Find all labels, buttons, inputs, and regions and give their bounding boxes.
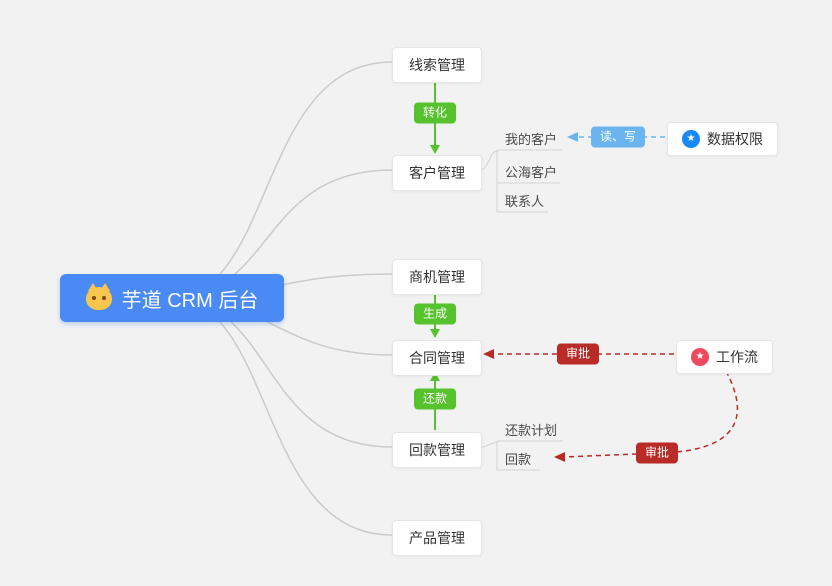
- subitem-my-customers[interactable]: 我的客户: [505, 132, 558, 147]
- node-receivable[interactable]: 回款管理: [392, 432, 482, 468]
- node-label: 产品管理: [409, 530, 465, 546]
- subitem-repayment-plan[interactable]: 还款计划: [505, 423, 558, 438]
- root-node-crm-backend[interactable]: 芋道 CRM 后台: [60, 274, 284, 322]
- node-label: 工作流: [716, 349, 758, 365]
- node-label: 回款管理: [409, 442, 465, 458]
- star-icon: ★: [691, 348, 709, 366]
- node-label: 合同管理: [409, 350, 465, 366]
- node-leads[interactable]: 线索管理: [392, 47, 482, 83]
- node-product[interactable]: 产品管理: [392, 520, 482, 556]
- node-contract[interactable]: 合同管理: [392, 340, 482, 376]
- subitem-public-customers[interactable]: 公海客户: [505, 165, 558, 180]
- green-flow-arrows: [430, 78, 440, 430]
- node-customer[interactable]: 客户管理: [392, 155, 482, 191]
- subitem-repayment[interactable]: 回款: [505, 452, 532, 467]
- badge-approve-contract: 审批: [556, 343, 600, 365]
- badge-read-write: 读、写: [590, 126, 646, 148]
- node-label: 客户管理: [409, 165, 465, 181]
- subitem-contacts[interactable]: 联系人: [505, 194, 545, 209]
- root-label: 芋道 CRM 后台: [121, 289, 259, 312]
- node-label: 线索管理: [409, 57, 465, 73]
- badge-approve-receivable: 审批: [635, 442, 679, 464]
- star-icon: ★: [682, 130, 700, 148]
- shiba-logo-icon: [85, 282, 112, 310]
- badge-generate: 生成: [413, 303, 457, 325]
- badge-convert: 转化: [413, 102, 457, 124]
- node-label: 数据权限: [707, 131, 763, 147]
- badge-repay: 还款: [413, 388, 457, 410]
- node-workflow[interactable]: ★ 工作流: [676, 340, 773, 374]
- node-label: 商机管理: [409, 269, 465, 285]
- node-opportunity[interactable]: 商机管理: [392, 259, 482, 295]
- node-data-permission[interactable]: ★ 数据权限: [667, 122, 778, 156]
